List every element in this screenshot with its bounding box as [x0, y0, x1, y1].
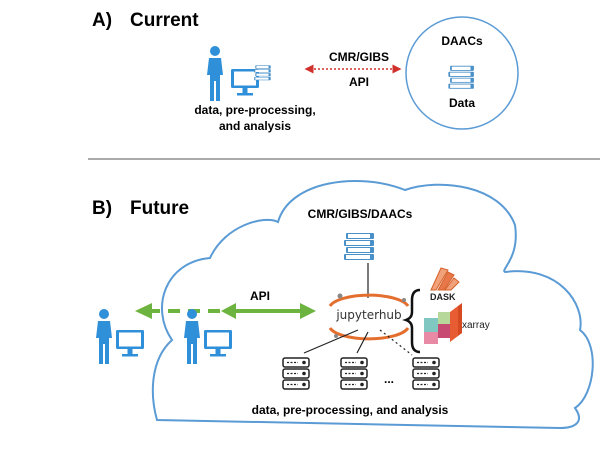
cloud-computer-icon [204, 330, 232, 357]
current-user-caption-line-2: and analysis [218, 119, 292, 133]
cloud-user-figure [184, 309, 200, 364]
xarray-logo-icon [424, 303, 462, 344]
daacs-circle [405, 16, 519, 130]
daacs-title: DAACs [441, 34, 483, 48]
section-a-letter: A) [92, 10, 113, 31]
daacs-book-stack-icon [448, 65, 474, 89]
cloud-daacs-label: CMR/GIBS/DAACs [307, 207, 413, 221]
hub-to-server-3-connector [379, 329, 413, 356]
hub-to-server-2-connector [356, 331, 369, 354]
daacs-data-label: Data [448, 96, 475, 110]
current-user-figure [207, 46, 223, 101]
api-left-arrowhead [135, 303, 152, 319]
cloud-daacs-book-stack-icon [344, 233, 374, 260]
external-user-figure [96, 309, 112, 364]
current-link-bottom-label: API [348, 75, 369, 89]
current-computer-icon [231, 69, 259, 96]
jupyterhub-logo [328, 293, 410, 341]
api-right-arrowhead [300, 303, 316, 319]
cloud-outline [151, 180, 594, 430]
current-user-caption-line-1: data, pre-processing, [194, 103, 316, 117]
section-b-title: Future [130, 198, 190, 219]
current-link-top-label: CMR/GIBS [329, 50, 389, 64]
tool-brace [402, 288, 421, 354]
hub-to-server-1-connector [303, 329, 359, 354]
server-2-icon [340, 357, 368, 390]
external-computer-icon [116, 330, 144, 357]
server-1-icon [282, 357, 310, 390]
xarray-label: xarray [462, 320, 490, 331]
section-a-title: Current [130, 10, 199, 31]
section-b-letter: B) [92, 198, 113, 219]
dask-label: DASK [430, 292, 456, 302]
more-servers-ellipsis: ... [384, 372, 395, 386]
api-mid-arrowhead [221, 303, 236, 319]
dask-logo-icon [430, 267, 460, 291]
cloud-caption: data, pre-processing, and analysis [251, 403, 449, 417]
jupyterhub-label: jupyterhub [336, 308, 402, 322]
api-label: API [249, 289, 270, 303]
server-3-icon [412, 357, 440, 390]
